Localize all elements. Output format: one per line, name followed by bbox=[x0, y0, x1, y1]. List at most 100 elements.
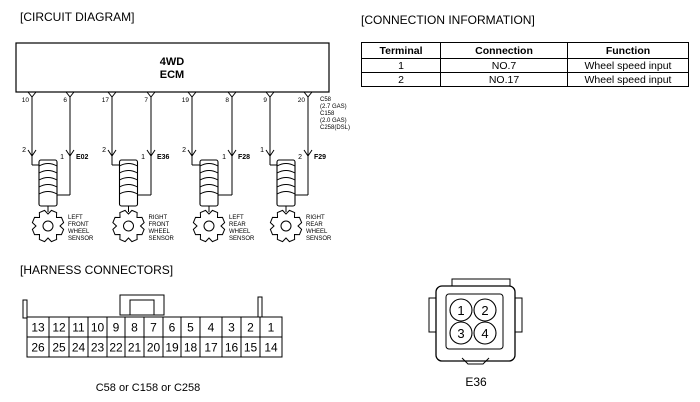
harness-pin-number: 13 bbox=[31, 321, 45, 335]
ecm-pin-fork bbox=[146, 91, 156, 98]
sensor-coil-body bbox=[118, 159, 139, 207]
table-cell: NO.17 bbox=[440, 72, 568, 87]
sensor-pin-number: 1 bbox=[141, 154, 145, 161]
sensor-label-line: REAR bbox=[306, 222, 323, 228]
sensor-label-line: SENSOR bbox=[306, 236, 332, 242]
e36-pin bbox=[473, 321, 497, 345]
coil-winding bbox=[119, 163, 138, 167]
coil-winding bbox=[199, 184, 219, 188]
connector-note-line: (2.0 GAS) bbox=[320, 118, 347, 124]
coil-winding bbox=[38, 191, 58, 195]
e36-key bbox=[461, 357, 490, 365]
circuit-diagram-title: [CIRCUIT DIAGRAM] bbox=[20, 10, 135, 24]
harness-pin-number: 14 bbox=[264, 341, 278, 355]
ecm-pin-number: 7 bbox=[144, 97, 148, 104]
harness-pin-number: 9 bbox=[113, 321, 120, 335]
ecm-pin-number: 10 bbox=[22, 97, 30, 104]
e36-pin-number: 2 bbox=[481, 303, 488, 318]
ecm-box bbox=[15, 42, 330, 93]
harness-pin-number: 10 bbox=[91, 321, 105, 335]
coil-winding bbox=[199, 177, 219, 181]
gear-hub bbox=[203, 220, 215, 232]
sensor-label-line: WHEEL bbox=[306, 229, 328, 235]
harness-pin-number: 15 bbox=[244, 341, 258, 355]
e36-pin bbox=[449, 321, 473, 345]
sensor-pin-number: 2 bbox=[298, 154, 302, 161]
sensor-label-line: FRONT bbox=[149, 222, 170, 228]
e36-pin bbox=[449, 298, 473, 322]
sensor-pin-number: 1 bbox=[60, 154, 64, 161]
ecm-pin-fork bbox=[265, 91, 275, 98]
connector-note-line: (2.7 GAS) bbox=[320, 104, 347, 110]
e36-pin bbox=[473, 298, 497, 322]
harness-left-tab bbox=[22, 299, 28, 319]
coil-winding bbox=[199, 163, 219, 167]
ecm-label-line2: ECM bbox=[160, 69, 184, 81]
tone-wheel-gear bbox=[269, 209, 303, 243]
coil-winding bbox=[276, 177, 296, 181]
sensor-connector-id: F28 bbox=[238, 154, 250, 161]
ecm-pin-number: 6 bbox=[63, 97, 67, 104]
sensor-coil-body bbox=[199, 159, 219, 207]
coil-winding bbox=[38, 170, 58, 174]
harness-pin-number: 17 bbox=[204, 341, 218, 355]
coil-winding bbox=[119, 191, 138, 195]
sensor-pin-number: 2 bbox=[102, 147, 106, 154]
connection-table: Terminal Connection Function 1 NO.7 Whee… bbox=[361, 42, 689, 87]
sensor-coil-body bbox=[38, 159, 58, 207]
harness-pin-number: 6 bbox=[169, 321, 176, 335]
tone-wheel-gear bbox=[112, 209, 145, 243]
harness-pin-number: 5 bbox=[187, 321, 194, 335]
sensor-label-line: WHEEL bbox=[149, 229, 171, 235]
table-row: 2 NO.17 Wheel speed input bbox=[361, 72, 689, 87]
table-header-row: Terminal Connection Function bbox=[361, 42, 689, 59]
harness-pin-number: 25 bbox=[52, 341, 66, 355]
coil-winding bbox=[276, 191, 296, 195]
sensor-label-line: SENSOR bbox=[68, 236, 94, 242]
harness-pin-number: 4 bbox=[208, 321, 215, 335]
harness-pin-number: 24 bbox=[72, 341, 86, 355]
harness-pin-number: 18 bbox=[184, 341, 198, 355]
table-cell: Wheel speed input bbox=[567, 58, 689, 73]
sensor-label-line: RIGHT bbox=[149, 215, 168, 221]
coil-winding bbox=[38, 163, 58, 167]
harness-latch-inner bbox=[129, 299, 155, 316]
coil-winding bbox=[199, 170, 219, 174]
harness-pin-number: 20 bbox=[147, 341, 161, 355]
ecm-pin-number: 8 bbox=[225, 97, 229, 104]
harness-pin-number: 19 bbox=[165, 341, 179, 355]
harness-pin-number: 2 bbox=[247, 321, 254, 335]
ecm-pin-fork bbox=[227, 91, 237, 98]
harness-pin-number: 16 bbox=[225, 341, 239, 355]
sensor-pin-number: 1 bbox=[260, 147, 264, 154]
harness-pin-number: 12 bbox=[52, 321, 66, 335]
harness-pin-number: 22 bbox=[109, 341, 123, 355]
coil-winding bbox=[276, 170, 296, 174]
sensor-pin-number: 2 bbox=[22, 147, 26, 154]
connector-note-line: C58 bbox=[320, 97, 332, 103]
ecm-pin-number: 17 bbox=[102, 97, 110, 104]
sensor-connector-id: E36 bbox=[157, 154, 170, 161]
sensor-pin-number: 2 bbox=[182, 147, 186, 154]
harness-caption: C58 or C158 or C258 bbox=[96, 382, 201, 394]
ecm-pin-fork bbox=[187, 91, 197, 98]
sensor-label-line: WHEEL bbox=[229, 229, 251, 235]
sensor-label-line: FRONT bbox=[68, 222, 89, 228]
sensor-coil-body bbox=[276, 159, 296, 207]
function-header: Function bbox=[567, 42, 689, 59]
sensor-label-line: WHEEL bbox=[68, 229, 90, 235]
sensor-label-line: REAR bbox=[229, 222, 246, 228]
connection-header: Connection bbox=[440, 42, 568, 59]
connector-note-line: C258(DSL) bbox=[320, 125, 350, 131]
harness-pin-number: 7 bbox=[150, 321, 157, 335]
table-row: 1 NO.7 Wheel speed input bbox=[361, 58, 689, 73]
coil-winding bbox=[119, 170, 138, 174]
coil-winding bbox=[276, 163, 296, 167]
ecm-pin-fork bbox=[107, 91, 117, 98]
sensor-label-line: SENSOR bbox=[229, 236, 255, 242]
tone-wheel-gear bbox=[31, 209, 65, 243]
ecm-pin-number: 20 bbox=[298, 97, 306, 104]
